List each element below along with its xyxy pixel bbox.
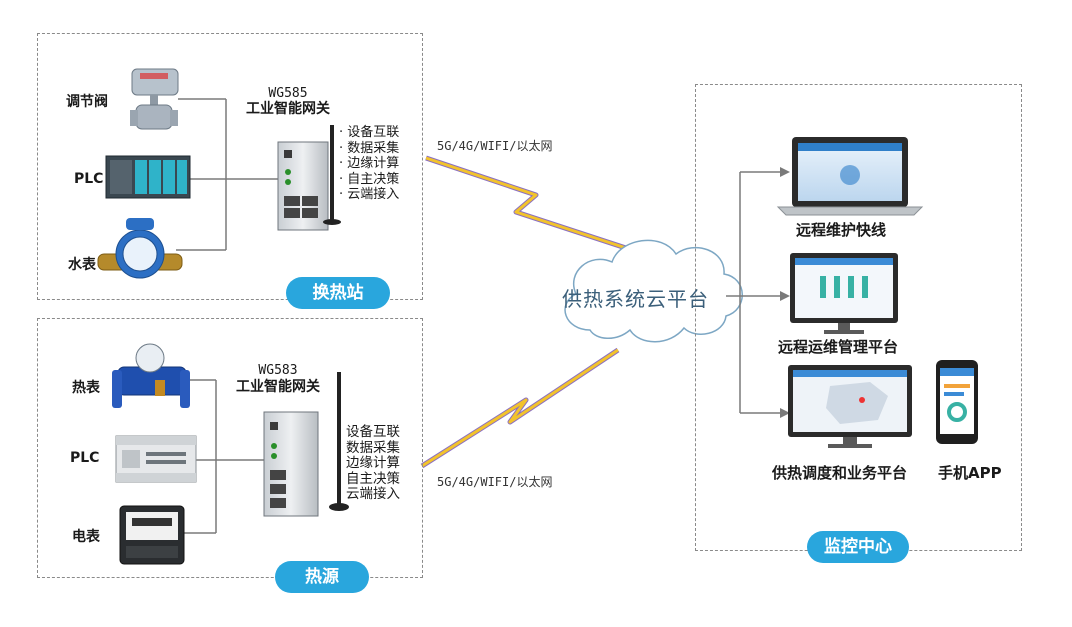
gateway-name: 工业智能网关 (246, 101, 330, 117)
gateway-name: 工业智能网关 (236, 379, 320, 395)
wireless-link-bottom (420, 347, 620, 469)
network-label-bottom: 5G/4G/WIFI/以太网 (437, 475, 553, 489)
source-title-badge: 热源 (275, 561, 369, 593)
source-connector-lines (184, 379, 268, 534)
device-label-plc: PLC (74, 171, 104, 187)
feature-item: 边缘计算 (346, 455, 400, 471)
app-label-remote-maintenance: 远程维护快线 (796, 221, 887, 239)
device-label-water-meter: 水表 (68, 257, 96, 273)
laptop-icon (776, 137, 924, 216)
station-region (37, 33, 423, 300)
monitor-screen-icon (790, 253, 898, 334)
phone-icon (936, 360, 978, 444)
dashboard-screen-icon (788, 365, 912, 448)
feature-item: 云端接入 (346, 486, 400, 502)
app-label-dispatch-platform: 供热调度和业务平台 (772, 464, 908, 482)
feature-item: 数据采集 (346, 439, 400, 456)
feature-item: · 云端接入 (339, 187, 400, 202)
station-title-badge: 换热站 (286, 277, 390, 309)
plc-icon (115, 435, 197, 483)
device-label-plc: PLC (70, 450, 100, 466)
feature-item: · 设备互联 (339, 125, 400, 140)
plc-icon (105, 155, 191, 199)
device-label-valve: 调节阀 (66, 94, 108, 110)
app-label-mobile-app: 手机APP (938, 464, 1002, 482)
feature-item: 自主决策 (346, 470, 400, 487)
source-feature-list: 设备互联 数据采集 边缘计算 自主决策 云端接入 (346, 424, 400, 503)
device-label-electricity-meter: 电表 (72, 529, 100, 545)
device-label-heat-meter: 热表 (72, 380, 100, 396)
app-label-operations-platform: 远程运维管理平台 (778, 338, 899, 356)
gateway-model: WG583 (258, 363, 298, 378)
monitor-center-title-badge: 监控中心 (807, 531, 909, 563)
feature-item: 设备互联 (346, 424, 400, 440)
cloud-platform-label: 供热系统云平台 (562, 287, 709, 311)
station-connector-lines (176, 98, 278, 251)
station-feature-list: · 设备互联 · 数据采集 · 边缘计算 · 自主决策 · 云端接入 (339, 125, 399, 203)
monitor-connector-lines (726, 171, 780, 414)
wireless-link-top (425, 155, 633, 253)
feature-item: · 数据采集 (339, 140, 400, 156)
gateway-wg585-icon (277, 125, 341, 231)
valve-icon (130, 68, 179, 130)
network-label-top: 5G/4G/WIFI/以太网 (437, 139, 553, 153)
gateway-wg583-icon (263, 372, 349, 517)
feature-item: · 自主决策 (339, 171, 400, 187)
water-meter-icon (97, 218, 183, 279)
cloud-icon (564, 239, 743, 343)
electricity-meter-icon (119, 505, 185, 565)
feature-item: · 边缘计算 (339, 156, 400, 171)
heat-meter-icon (112, 343, 190, 408)
arrow-heads (780, 167, 790, 418)
gateway-model: WG585 (268, 86, 308, 101)
source-region (37, 318, 423, 578)
